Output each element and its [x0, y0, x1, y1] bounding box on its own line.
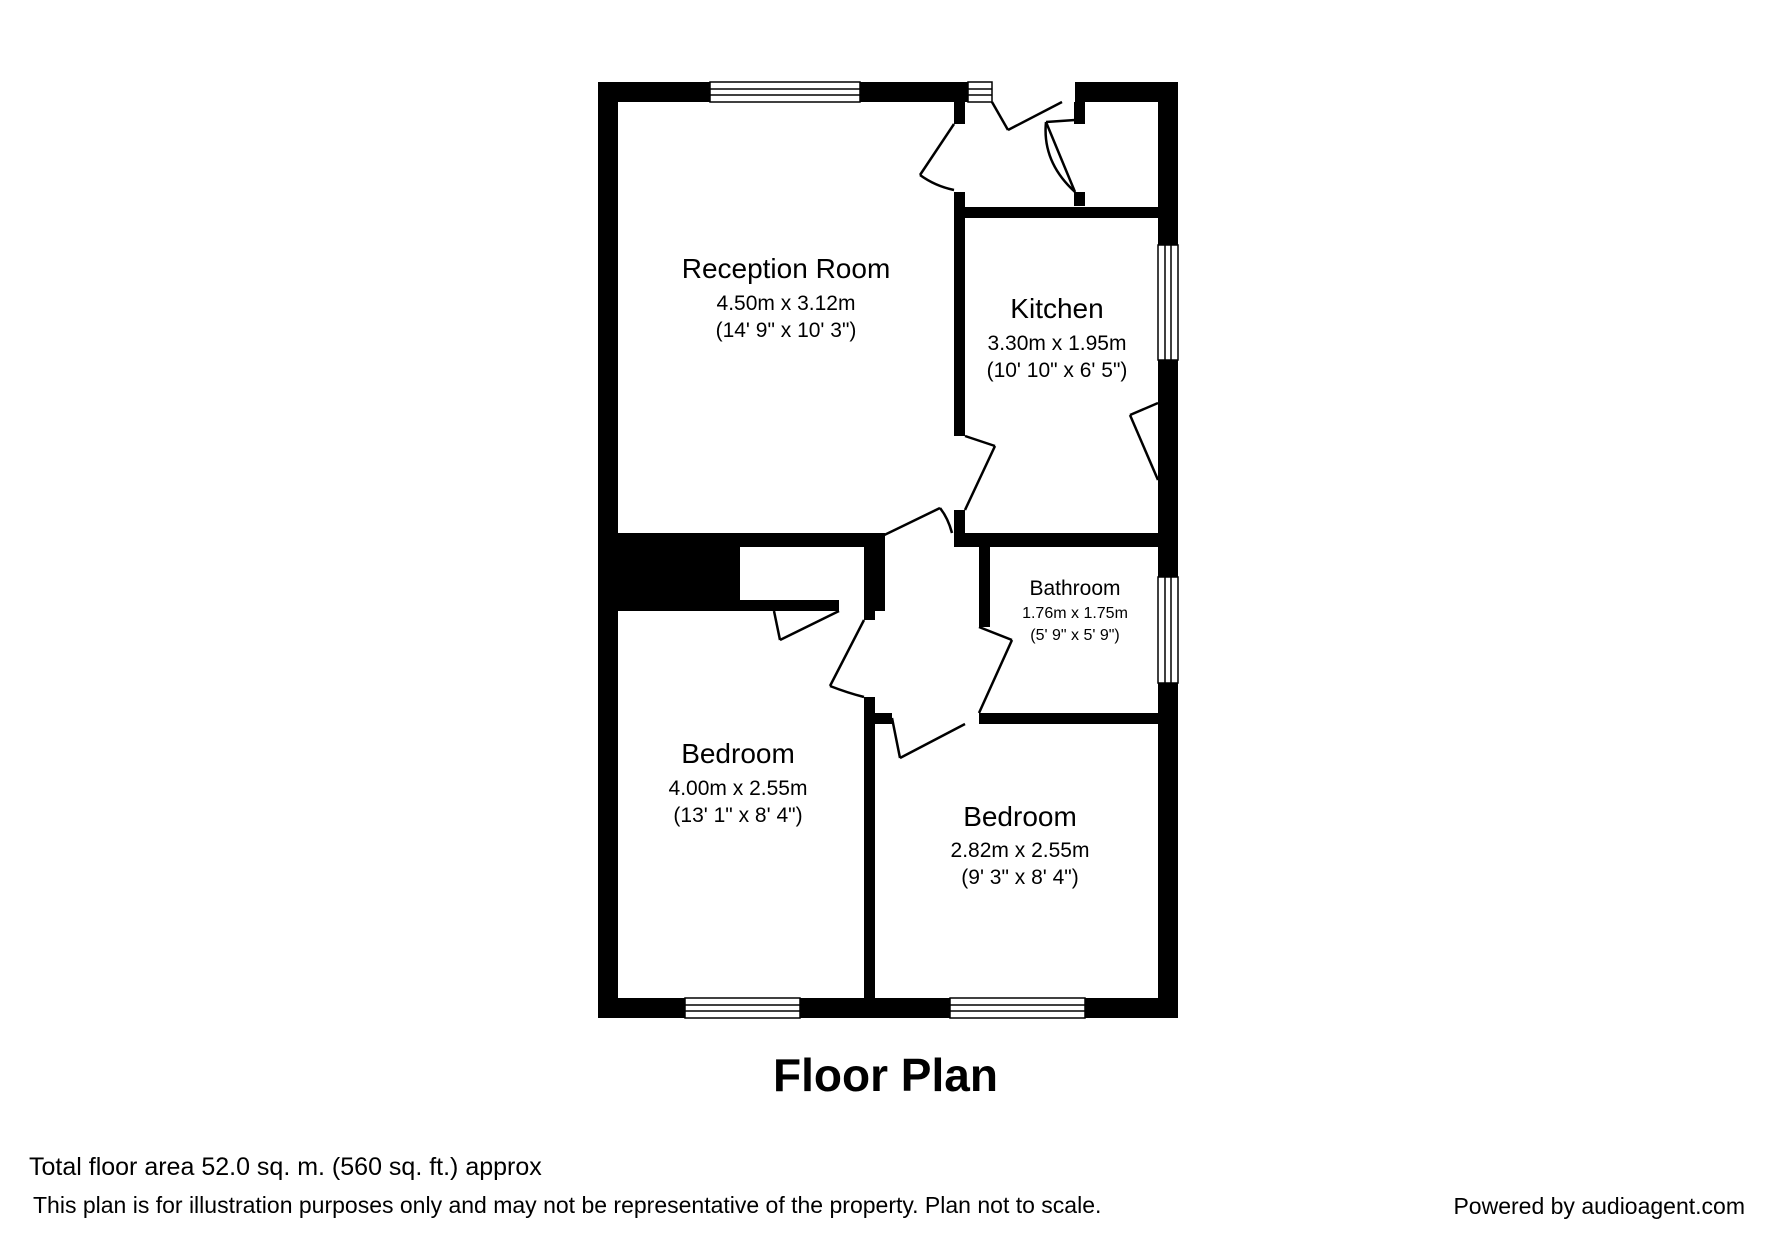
- door-hall-bedroom1: [828, 619, 866, 699]
- window-bedroom2: [949, 997, 1086, 1019]
- room-metric: 2.82m x 2.55m: [951, 839, 1090, 862]
- room-name: Bathroom: [1029, 577, 1120, 600]
- room-imperial: (13' 1" x 8' 4"): [673, 804, 802, 827]
- door-lobby-cupboard: [1044, 118, 1077, 193]
- room-metric: 4.00m x 2.55m: [669, 777, 808, 800]
- room-imperial: (9' 3" x 8' 4"): [961, 866, 1078, 889]
- room-metric: 4.50m x 3.12m: [717, 292, 856, 315]
- door-reception-lobby: [918, 123, 956, 192]
- door-kitchen-side: [1128, 401, 1160, 481]
- room-name: Bedroom: [963, 801, 1077, 832]
- window-entrance-small: [967, 81, 993, 103]
- door-reception-kitchen: [963, 434, 997, 511]
- room-bedroom-right: Bedroom 2.82m x 2.55m (9' 3" x 8' 4"): [951, 801, 1090, 889]
- powered-by: Powered by audioagent.com: [1453, 1193, 1745, 1219]
- total-floor-area: Total floor area 52.0 sq. m. (560 sq. ft…: [29, 1153, 542, 1181]
- door-hall-reception: [873, 506, 954, 542]
- room-name: Bedroom: [681, 738, 795, 769]
- room-imperial: (5' 9" x 5' 9"): [1030, 627, 1120, 644]
- room-name: Reception Room: [682, 253, 891, 284]
- room-metric: 3.30m x 1.95m: [988, 332, 1127, 355]
- room-metric: 1.76m x 1.75m: [1022, 605, 1128, 622]
- room-imperial: (14' 9" x 10' 3"): [716, 319, 857, 342]
- window-bedroom1: [684, 997, 801, 1019]
- room-name: Kitchen: [1010, 293, 1103, 324]
- plan-title: Floor Plan: [773, 1049, 998, 1101]
- interior-walls: [618, 102, 1158, 998]
- disclaimer: This plan is for illustration purposes o…: [33, 1192, 1102, 1218]
- room-kitchen: Kitchen 3.30m x 1.95m (10' 10" x 6' 5"): [987, 293, 1128, 382]
- window-kitchen: [1157, 244, 1179, 361]
- doors: [772, 100, 1160, 760]
- door-entrance: [990, 100, 1063, 132]
- door-bedroom1-cupboard: [772, 609, 840, 642]
- door-hall-bathroom: [977, 625, 1014, 714]
- door-hall-bedroom2: [890, 717, 966, 760]
- window-reception-top: [709, 81, 861, 103]
- room-reception: Reception Room 4.50m x 3.12m (14' 9" x 1…: [682, 253, 891, 342]
- room-imperial: (10' 10" x 6' 5"): [987, 359, 1128, 382]
- room-bathroom: Bathroom 1.76m x 1.75m (5' 9" x 5' 9"): [1022, 577, 1128, 644]
- windows: [684, 81, 1179, 1019]
- window-bathroom: [1157, 576, 1179, 684]
- room-bedroom-left: Bedroom 4.00m x 2.55m (13' 1" x 8' 4"): [669, 738, 808, 827]
